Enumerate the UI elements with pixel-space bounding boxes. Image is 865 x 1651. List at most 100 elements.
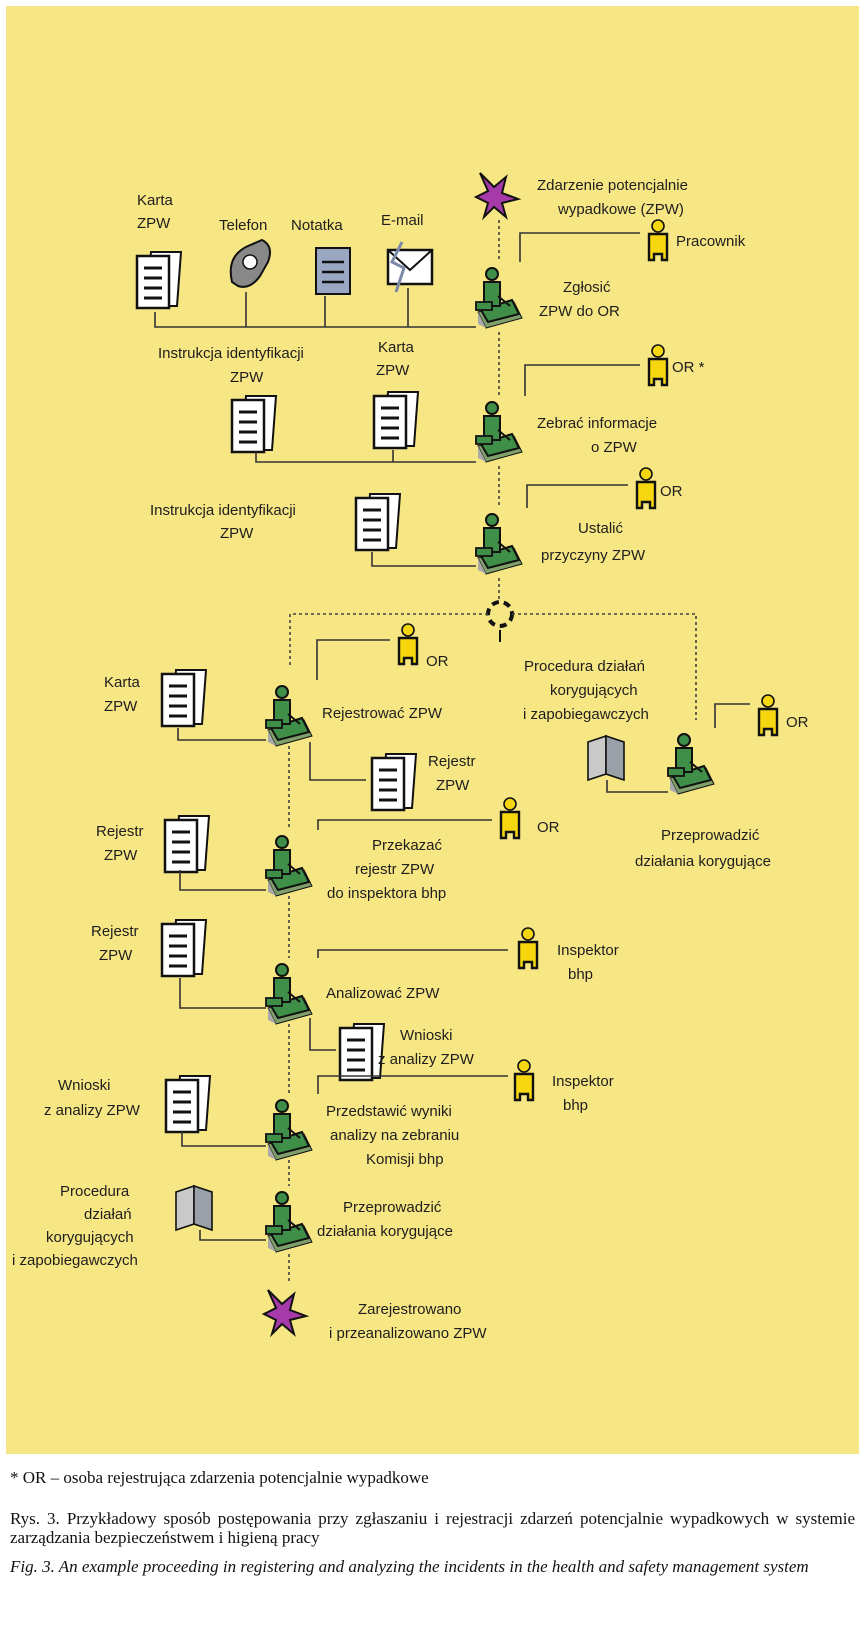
step4-worker-icon (266, 686, 312, 746)
instrukcja-document-icon (232, 396, 276, 452)
role-pracownik-label: Pracownik (676, 233, 746, 250)
doc-procedura-l-label-1: Procedura (60, 1183, 130, 1200)
karta-zpw-document-icon (137, 252, 181, 308)
step7-label-1: Przedstawić wyniki (326, 1103, 452, 1120)
step2-worker-icon (476, 402, 522, 462)
connector-or-9 (715, 704, 750, 728)
doc-karta-zpw-label-1: Karta (137, 192, 174, 209)
step3-label-1: Ustalić (578, 520, 624, 537)
wnioski-input-document-icon (166, 1076, 210, 1132)
procedura-book-icon-left (176, 1186, 212, 1230)
role-inspektor-label-6-2: bhp (568, 966, 593, 983)
role-or-label-5: OR (537, 819, 560, 836)
role-inspektor-label-7-1: Inspektor (552, 1073, 614, 1090)
step7-label-2: analizy na zebraniu (330, 1127, 459, 1144)
connector-inputs-to-step1 (155, 312, 476, 327)
step8-worker-icon (266, 1192, 312, 1252)
connector-or-star (525, 365, 640, 396)
connector-or-5 (318, 820, 492, 830)
connector-or-3 (527, 485, 628, 508)
doc-wnioski-in-label-1: Wnioski (58, 1077, 111, 1094)
doc-wnioski-in-label-2: z analizy ZPW (44, 1102, 141, 1119)
doc-rejestr-in2-label-2: ZPW (99, 947, 133, 964)
step8-label-2: działania korygujące (317, 1223, 453, 1240)
doc-email-label: E-mail (381, 212, 424, 229)
doc-instrukcja-label-2: ZPW (230, 369, 264, 386)
doc-procedura-r-label-1: Procedura działań (524, 658, 645, 675)
footnote: * OR – osoba rejestrująca zdarzenia pote… (10, 1468, 855, 1487)
flow-branch-left (290, 614, 488, 668)
role-or-label-3: OR (660, 483, 683, 500)
connector-rejestr-to-step6 (180, 978, 266, 1008)
step6-worker-icon (266, 964, 312, 1024)
doc-wnioski-out-label-1: Wnioski (400, 1027, 453, 1044)
doc-rejestr-in1-label-1: Rejestr (96, 823, 144, 840)
step9-label-1: Przeprowadzić (661, 827, 760, 844)
doc-procedura-r-label-2: korygujących (550, 682, 638, 699)
step9-label-2: działania korygujące (635, 853, 771, 870)
doc-karta2-label-1: Karta (378, 339, 415, 356)
step9-worker-icon (668, 734, 714, 794)
start-event-line2: wypadkowe (ZPW) (557, 201, 684, 218)
doc-wnioski-out-label-2: z analizy ZPW (378, 1051, 475, 1068)
or-person-icon-5 (501, 798, 519, 838)
doc-instrukcja-label-1: Instrukcja identyfikacji (158, 345, 304, 362)
instrukcja-2-document-icon (356, 494, 400, 550)
step5-worker-icon (266, 836, 312, 896)
connector-instrukcja-to-step3 (372, 552, 476, 566)
doc-procedura-r-label-3: i zapobiegawczych (523, 706, 649, 723)
connector-wnioski-to-step7 (182, 1132, 266, 1146)
caption-polish: Rys. 3. Przykładowy sposób postępowania … (10, 1509, 855, 1547)
step8-label-1: Przeprowadzić (343, 1199, 442, 1216)
connector-inspektor-6 (318, 950, 508, 958)
or-person-icon-3 (637, 468, 655, 508)
step6-label: Analizować ZPW (326, 985, 440, 1002)
or-person-icon-9 (759, 695, 777, 735)
doc-procedura-l-label-4: i zapobiegawczych (12, 1252, 138, 1269)
step5-label-2: rejestr ZPW (355, 861, 435, 878)
doc-rejestr-in2-label-1: Rejestr (91, 923, 139, 940)
doc-karta3-label-1: Karta (104, 674, 141, 691)
role-inspektor-label-6-1: Inspektor (557, 942, 619, 959)
karta-zpw-3-document-icon (162, 670, 206, 726)
process-diagram: Zdarzenie potencjalnie wypadkowe (ZPW) K… (0, 0, 865, 1460)
caption-english: Fig. 3. An example proceeding in registe… (10, 1557, 855, 1576)
doc-procedura-l-label-3: korygujących (46, 1229, 134, 1246)
role-or-label-9: OR (786, 714, 809, 731)
karta-zpw-2-document-icon (374, 392, 418, 448)
rejestr-output-document-icon (372, 754, 416, 810)
step1-worker-icon (476, 268, 522, 328)
doc-rejestr-out-label-1: Rejestr (428, 753, 476, 770)
pracownik-person-icon (649, 220, 667, 260)
doc-karta2-label-2: ZPW (376, 362, 410, 379)
or-star-person-icon (649, 345, 667, 385)
connector-pracownik (520, 233, 640, 262)
connector-procedura-to-step9 (607, 780, 668, 792)
inspektor-person-icon-7 (515, 1060, 533, 1100)
start-event-line1: Zdarzenie potencjalnie (537, 177, 688, 194)
decision-cycle-icon (488, 602, 512, 642)
step7-label-3: Komisji bhp (366, 1151, 444, 1168)
role-or-label-4: OR (426, 653, 449, 670)
step5-label-1: Przekazać (372, 837, 443, 854)
connector-procedura-to-step8 (200, 1230, 266, 1240)
step7-worker-icon (266, 1100, 312, 1160)
step2-label-1: Zebrać informacje (537, 415, 657, 432)
start-event-star-icon (476, 173, 518, 217)
email-envelope-icon (388, 242, 432, 292)
doc-rejestr-in1-label-2: ZPW (104, 847, 138, 864)
step1-label-2: ZPW do OR (539, 303, 620, 320)
connector-karta-to-step4 (178, 728, 266, 740)
telephone-icon (231, 240, 270, 287)
doc-instrukcja2-label-1: Instrukcja identyfikacji (150, 502, 296, 519)
end-event-line1: Zarejestrowano (358, 1301, 461, 1318)
doc-telefon-label: Telefon (219, 217, 267, 234)
connector-inputs-to-step2 (256, 450, 476, 462)
connector-or-4 (317, 640, 390, 680)
role-or-star-label: OR * (672, 359, 705, 376)
connector-step4-to-rejestr (310, 742, 366, 780)
rejestr-input-1-document-icon (165, 816, 209, 872)
connector-step6-to-wnioski (310, 1018, 336, 1050)
end-event-star-icon (264, 1290, 306, 1334)
